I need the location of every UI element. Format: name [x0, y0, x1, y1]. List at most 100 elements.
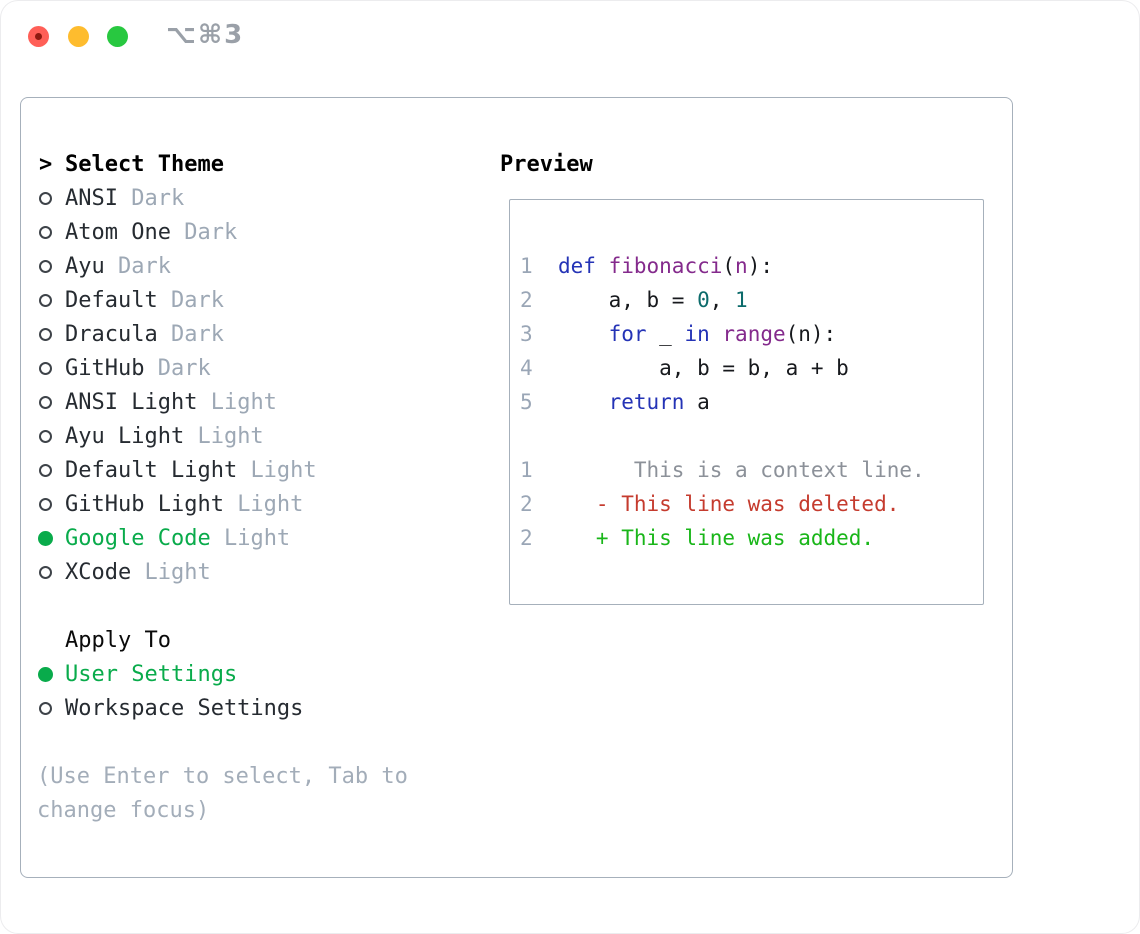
- theme-option-label: GitHub Light Light: [65, 488, 303, 522]
- radio-unselected-icon: [39, 430, 52, 443]
- theme-option-dracula[interactable]: Dracula Dark: [37, 318, 487, 352]
- keyboard-hint-text: change focus): [37, 798, 210, 823]
- theme-option-label: Default Dark: [65, 284, 224, 318]
- theme-variant-tag: Dark: [117, 254, 171, 279]
- theme-variant-tag: Light: [210, 390, 277, 415]
- hint-line: change focus): [37, 794, 487, 828]
- theme-name: Atom One: [65, 220, 185, 245]
- apply-option-label: User Settings: [65, 662, 238, 687]
- theme-option-xcode[interactable]: XCode Light: [37, 556, 487, 590]
- line-number: 2: [520, 526, 533, 550]
- line-number: 1: [520, 458, 533, 482]
- theme-name: ANSI Light: [65, 390, 211, 415]
- code-token: n: [735, 254, 748, 278]
- theme-option-github[interactable]: GitHub Dark: [37, 352, 487, 386]
- code-token: range: [722, 322, 786, 346]
- theme-option-label: Dracula Dark: [65, 318, 224, 352]
- theme-option-ayu-light[interactable]: Ayu Light Light: [37, 420, 487, 454]
- code-token: _: [646, 322, 685, 346]
- code-token: (: [722, 254, 736, 278]
- minimize-button[interactable]: [68, 26, 89, 47]
- radio-unselected-icon: [39, 192, 52, 205]
- code-token: (n):: [785, 322, 837, 346]
- titlebar: ⌥⌘3: [0, 0, 1140, 74]
- theme-option-label: ANSI Light Light: [65, 386, 277, 420]
- radio-unselected-icon: [39, 566, 52, 579]
- code-content: - This line was deleted.: [558, 487, 899, 521]
- code-content: for _ in range(n):: [558, 317, 837, 351]
- code-line: 2 a, b = 0, 1: [510, 283, 983, 317]
- theme-option-ayu[interactable]: Ayu Dark: [37, 250, 487, 284]
- theme-variant-tag: Light: [223, 526, 291, 551]
- code-content: + This line was added.: [558, 521, 874, 555]
- code-token: ,: [709, 288, 736, 312]
- theme-name: Default Light: [65, 458, 251, 483]
- line-number: 2: [520, 288, 533, 312]
- theme-variant-tag: Light: [250, 458, 317, 483]
- code-token: for: [608, 322, 647, 346]
- radio-unselected-icon: [39, 396, 52, 409]
- theme-name: Google Code: [65, 526, 224, 551]
- code-token: def: [558, 254, 596, 278]
- code-content: a, b = 0, 1: [558, 283, 748, 317]
- theme-variant-tag: Dark: [184, 220, 238, 245]
- line-number: 2: [520, 492, 533, 516]
- apply-option-workspace-settings[interactable]: Workspace Settings: [37, 692, 487, 726]
- theme-name: GitHub: [65, 356, 158, 381]
- theme-variant-tag: Light: [144, 560, 211, 585]
- theme-name: Dracula: [65, 322, 171, 347]
- hint-line: (Use Enter to select, Tab to: [37, 760, 487, 794]
- theme-option-default-light[interactable]: Default Light Light: [37, 454, 487, 488]
- maximize-button[interactable]: [107, 26, 128, 47]
- code-token: [558, 390, 609, 414]
- radio-selected-icon: [38, 531, 53, 546]
- code-content: return a: [558, 385, 710, 419]
- theme-name: GitHub Light: [65, 492, 238, 517]
- radio-unselected-icon: [39, 260, 52, 273]
- code-line: 3 for _ in range(n):: [510, 317, 983, 351]
- apply-option-label: Workspace Settings: [65, 696, 304, 721]
- line-number: 1: [520, 254, 533, 278]
- theme-name: Ayu: [65, 254, 118, 279]
- theme-variant-tag: Light: [237, 492, 304, 517]
- theme-option-label: Ayu Dark: [65, 250, 171, 284]
- theme-option-default[interactable]: Default Dark: [37, 284, 487, 318]
- code-content: def fibonacci(n):: [558, 249, 773, 283]
- radio-selected-icon: [38, 667, 53, 682]
- window-title-shortcut: ⌥⌘3: [166, 20, 245, 50]
- code-content: a, b = b, a + b: [558, 351, 849, 385]
- close-button[interactable]: [28, 26, 49, 47]
- code-token: [596, 254, 609, 278]
- radio-unselected-icon: [39, 362, 52, 375]
- radio-unselected-icon: [39, 226, 52, 239]
- radio-unselected-icon: [39, 498, 52, 511]
- code-token: 0: [697, 288, 710, 312]
- code-token: in: [684, 322, 710, 346]
- radio-unselected-icon: [39, 294, 52, 307]
- theme-option-label: XCode Light: [65, 556, 211, 590]
- theme-option-ansi-light[interactable]: ANSI Light Light: [37, 386, 487, 420]
- theme-option-label: Default Light Light: [65, 454, 317, 488]
- theme-option-label: ANSI Dark: [65, 182, 184, 216]
- apply-to-header-row: Apply To: [37, 624, 487, 658]
- theme-option-google-code[interactable]: Google Code Light: [37, 522, 487, 556]
- theme-variant-tag: Light: [197, 424, 264, 449]
- theme-option-ansi[interactable]: ANSI Dark: [37, 182, 487, 216]
- theme-variant-tag: Dark: [170, 288, 224, 313]
- theme-name: Ayu Light: [65, 424, 198, 449]
- code-line: 2 + This line was added.: [510, 521, 983, 555]
- keyboard-hint-text: (Use Enter to select, Tab to: [37, 764, 408, 789]
- theme-option-label: Atom One Dark: [65, 216, 237, 250]
- code-content: This is a context line.: [558, 453, 925, 487]
- apply-option-user-settings[interactable]: User Settings: [37, 658, 487, 692]
- line-number: 5: [520, 390, 533, 414]
- code-token: [558, 322, 609, 346]
- theme-option-atom-one[interactable]: Atom One Dark: [37, 216, 487, 250]
- code-token: ):: [747, 254, 773, 278]
- code-token: 1: [735, 288, 748, 312]
- code-line: 2 - This line was deleted.: [510, 487, 983, 521]
- theme-option-github-light[interactable]: GitHub Light Light: [37, 488, 487, 522]
